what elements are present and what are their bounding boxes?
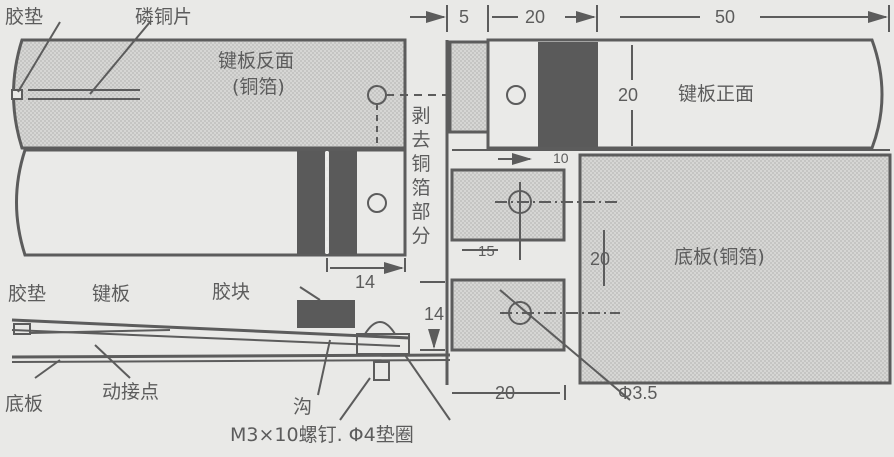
cutaway-char: 铜 [411, 153, 431, 175]
dim-20-vertical: 20 [590, 249, 611, 269]
base-board [578, 153, 892, 385]
side-base-board [11, 353, 451, 359]
dim-5: 5 [459, 7, 470, 27]
cutaway-char: 箔 [411, 177, 431, 199]
label-base-board: 底板(铜箔) [674, 246, 765, 268]
dim-20-key-height: 20 [618, 85, 639, 105]
label-key-back-copper: (铜箔) [232, 76, 285, 98]
label-key-board-side: 键板 [92, 283, 131, 305]
label-phosphor-copper: 磷铜片 [135, 6, 193, 28]
label-base-board-side: 底板 [5, 393, 44, 415]
label-moving-contact: 动接点 [102, 381, 160, 403]
dim-50: 50 [715, 7, 736, 27]
dim-10: 10 [553, 150, 569, 166]
dim-20-bottom: 20 [495, 383, 516, 403]
cutaway-char: 分 [411, 225, 431, 247]
dim-hole-diameter: Φ3.5 [618, 383, 658, 403]
label-key-back: 键板反面 [218, 50, 295, 72]
dim-20-top: 20 [525, 7, 546, 27]
label-groove: 沟 [293, 396, 313, 418]
label-rubber-pad-top: 胶垫 [5, 6, 44, 28]
side-key-board [11, 318, 411, 340]
cutaway-note: 剥 去 铜 箔 部 分 [410, 104, 432, 248]
cutaway-char: 部 [411, 201, 431, 223]
cutaway-char: 去 [411, 129, 431, 151]
dim-14-vertical: 14 [424, 304, 445, 324]
label-rubber-pad-side: 胶垫 [8, 283, 47, 305]
dim-14-horizontal: 14 [355, 272, 376, 292]
label-key-front: 键板正面 [678, 83, 755, 105]
label-screw-washer: M3×10螺钉. Φ4垫圈 [230, 424, 414, 446]
dim-15: 15 [478, 243, 495, 260]
cutaway-char: 剥 [411, 105, 431, 127]
label-glue-block: 胶块 [212, 281, 251, 303]
key-back-board [12, 38, 407, 150]
glue-block [297, 300, 355, 328]
